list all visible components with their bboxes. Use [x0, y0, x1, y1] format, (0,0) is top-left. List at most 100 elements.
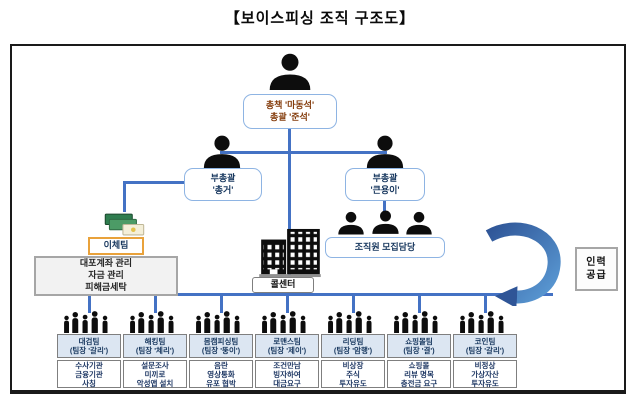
connector-team-stub — [88, 293, 91, 313]
team-desc-line: 유포 협박 — [206, 378, 236, 388]
recruiter-box: 조직원 모집담당 — [325, 237, 445, 258]
manpower-supply-box: 인력 공급 — [575, 247, 618, 291]
deputy-right-title: 부총괄 — [372, 172, 398, 183]
team-desc-line: 설문조사 — [141, 360, 169, 370]
supply-label-line2: 공급 — [586, 270, 607, 281]
team-desc-line: 미끼로 — [144, 369, 166, 379]
transfer-duty: 대포계좌 관리 — [79, 258, 133, 269]
connector-boss-down — [288, 128, 291, 154]
team-leader: (팀장 '제이') — [267, 346, 307, 355]
deputy-left-box: 부총괄 '총거' — [184, 168, 262, 201]
recruiters-people-icon — [338, 210, 432, 235]
team-desc-line: 대금요구 — [273, 378, 301, 388]
call-center-box: 콜센터 — [252, 277, 314, 293]
team-column-hacking: 해킹팀 (팀장 '체리') 설문조사 미끼로 악성앱 설치 — [122, 311, 188, 388]
team-desc-box: 수사기관 금융기관 사칭 — [57, 360, 121, 388]
team-members-icon — [259, 311, 315, 333]
team-desc-line: 쇼핑몰 — [408, 360, 430, 370]
team-name: 쇼핑몰팀 — [405, 336, 433, 346]
connector-team-stub — [484, 293, 487, 313]
boss-subtitle: 총괄 '준석' — [270, 111, 310, 122]
team-name-box: 몸캠피싱팀 (팀장 '뚱이') — [189, 334, 253, 358]
team-leader: (팀장 '뚱이') — [201, 346, 241, 355]
team-members-icon — [127, 311, 183, 333]
team-name: 대검팀 — [78, 336, 100, 346]
team-members-icon — [61, 311, 117, 333]
team-name: 해킹팀 — [144, 336, 166, 346]
team-leader: (팀장 '갈리') — [69, 346, 109, 355]
team-desc-box: 쇼핑몰 리뷰 명목 충전금 요구 — [387, 360, 451, 388]
manpower-supply-curved-arrow-icon — [485, 222, 561, 306]
transfer-team-box: 이체팀 — [88, 237, 144, 255]
team-name-box: 로맨스팀 (팀장 '제이') — [255, 334, 319, 358]
page-title: 【보이스피싱 조직 구조도】 — [224, 10, 416, 27]
team-name-box: 대검팀 (팀장 '갈리') — [57, 334, 121, 358]
team-name: 로맨스팀 — [273, 336, 301, 346]
team-members-icon — [391, 311, 447, 333]
team-leader: (팀장 '결') — [403, 346, 435, 355]
team-desc-line: 투자유도 — [471, 378, 499, 388]
transfer-duty: 자금 관리 — [88, 270, 124, 281]
team-desc-box: 조건만남 빙자하여 대금요구 — [255, 360, 319, 388]
team-name-box: 해킹팀 (팀장 '체리') — [123, 334, 187, 358]
connector-team-stub — [220, 293, 223, 313]
team-desc-line: 음란 — [214, 360, 228, 370]
team-members-icon — [325, 311, 381, 333]
team-desc-line: 사칭 — [82, 378, 96, 388]
team-desc-line: 조건만남 — [273, 360, 301, 370]
boss-person-icon — [266, 50, 314, 93]
team-leader: (팀장 '체리') — [135, 346, 175, 355]
connector-center-down — [288, 152, 291, 296]
team-desc-box: 비상장 주식 투자유도 — [321, 360, 385, 388]
connector-team-stub — [418, 293, 421, 313]
team-name: 몸캠피싱팀 — [203, 336, 239, 346]
deputy-left-name: '총거' — [212, 184, 234, 195]
team-desc-box: 설문조사 미끼로 악성앱 설치 — [123, 360, 187, 388]
team-column-coin: 코인팀 (팀장 '갈리') 비정상 가상자산 투자유도 — [452, 311, 518, 388]
team-column-daegeom: 대검팀 (팀장 '갈리') 수사기관 금융기관 사칭 — [56, 311, 122, 388]
team-desc-line: 영상통화 — [207, 369, 235, 379]
deputy-left-title: 부총괄 — [210, 172, 236, 183]
recruiter-label: 조직원 모집담당 — [354, 241, 416, 252]
team-leader: (팀장 '암행') — [333, 346, 373, 355]
team-desc-line: 금융기관 — [75, 369, 103, 379]
team-column-romance: 로맨스팀 (팀장 '제이') 조건만남 빙자하여 대금요구 — [254, 311, 320, 388]
cash-icon — [103, 210, 147, 237]
team-desc-line: 악성앱 설치 — [136, 378, 174, 388]
connector-team-stub — [286, 293, 289, 313]
connector-team-stub — [154, 293, 157, 313]
connector-team-stub — [352, 293, 355, 313]
team-desc-line: 리뷰 명목 — [404, 369, 434, 379]
deputy-right-box: 부총괄 '큰용이' — [345, 168, 425, 201]
team-name-box: 리딩팀 (팀장 '암행') — [321, 334, 385, 358]
team-leader: (팀장 '갈리') — [465, 346, 505, 355]
team-name: 리딩팀 — [342, 336, 364, 346]
team-members-icon — [457, 311, 513, 333]
team-column-shoppingmall: 쇼핑몰팀 (팀장 '결') 쇼핑몰 리뷰 명목 충전금 요구 — [386, 311, 452, 388]
call-center-label: 콜센터 — [270, 279, 296, 290]
connector-left-branch-horizontal — [123, 181, 186, 184]
connector-deputies-horizontal — [220, 151, 387, 154]
connector-recruit-down — [383, 199, 386, 211]
deputy-right-name: '큰용이' — [370, 184, 400, 195]
team-column-leading: 리딩팀 (팀장 '암행') 비상장 주식 투자유도 — [320, 311, 386, 388]
deputy-left-person-icon — [198, 135, 246, 168]
transfer-duties-box: 대포계좌 관리 자금 관리 피해금세탁 — [34, 256, 178, 296]
team-column-bodycam: 몸캠피싱팀 (팀장 '뚱이') 음란 영상통화 유포 협박 — [188, 311, 254, 388]
boss-box: 총책 '마동석' 총괄 '준석' — [243, 94, 337, 129]
team-desc-line: 주식 — [346, 369, 360, 379]
team-desc-line: 충전금 요구 — [400, 378, 438, 388]
team-desc-box: 음란 영상통화 유포 협박 — [189, 360, 253, 388]
team-name-box: 코인팀 (팀장 '갈리') — [453, 334, 517, 358]
team-desc-line: 투자유도 — [339, 378, 367, 388]
team-desc-line: 가상자산 — [471, 369, 499, 379]
team-desc-line: 비상장 — [342, 360, 364, 370]
deputy-right-person-icon — [361, 135, 409, 168]
supply-label-line1: 인력 — [586, 257, 607, 268]
team-name: 코인팀 — [474, 336, 496, 346]
connector-teams-horizontal — [87, 293, 553, 296]
team-desc-line: 빙자하여 — [273, 369, 301, 379]
team-name-box: 쇼핑몰팀 (팀장 '결') — [387, 334, 451, 358]
team-members-icon — [193, 311, 249, 333]
